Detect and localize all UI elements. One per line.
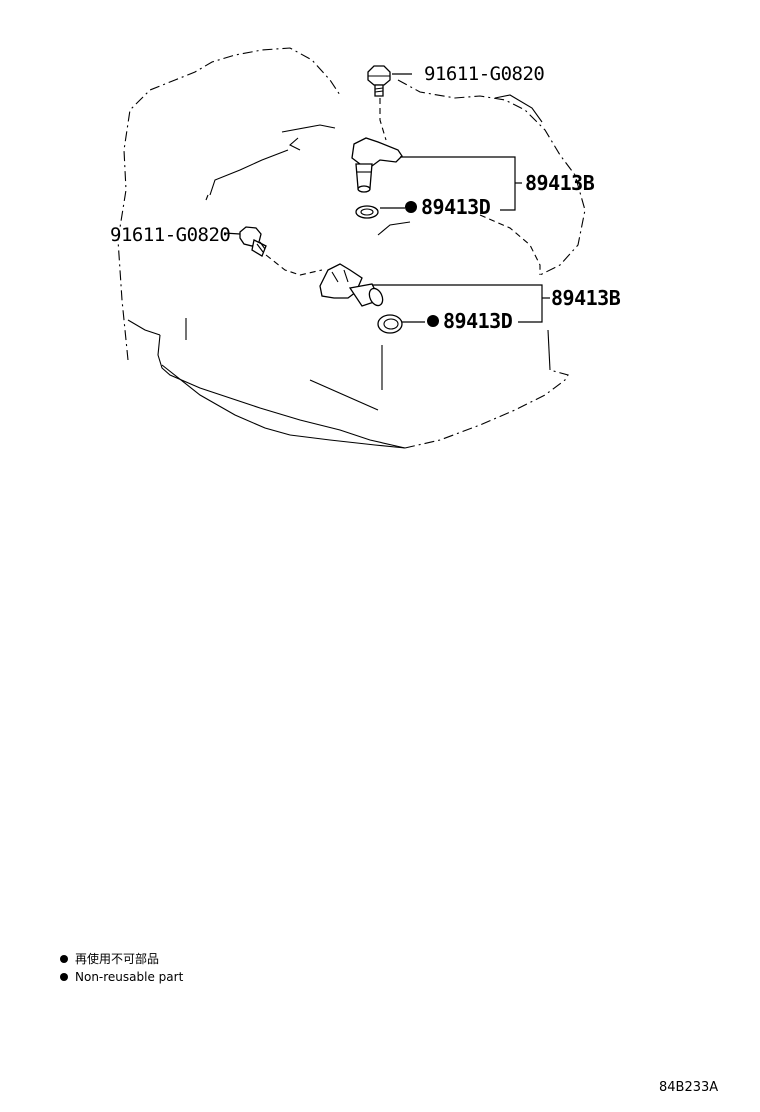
upper-bolt bbox=[367, 65, 391, 97]
lower-sensor bbox=[319, 263, 384, 307]
nonreusable-marker-lower bbox=[427, 315, 439, 327]
leader-sensor-lower-bracket bbox=[372, 284, 543, 323]
bullet-icon bbox=[60, 955, 68, 963]
legend-row-english: Non-reusable part bbox=[60, 968, 183, 986]
legend-text-japanese: 再使用不可部品 bbox=[75, 952, 160, 966]
transmission-housing-outline bbox=[117, 47, 586, 449]
label-oring-upper: 89413D bbox=[421, 195, 491, 219]
legend: 再使用不可部品 Non-reusable part bbox=[60, 950, 183, 986]
label-sensor-upper: 89413B bbox=[525, 171, 595, 195]
label-oring-lower: 89413D bbox=[443, 309, 513, 333]
bullet-icon bbox=[60, 973, 68, 981]
left-bolt bbox=[239, 226, 267, 257]
label-bolt-left: 91611-G0820 bbox=[110, 224, 230, 246]
lower-oring bbox=[377, 314, 403, 334]
legend-row-japanese: 再使用不可部品 bbox=[60, 950, 183, 968]
nonreusable-marker-upper bbox=[405, 201, 417, 213]
leader-bolt-left bbox=[223, 232, 241, 235]
upper-sensor bbox=[351, 137, 403, 193]
legend-text-english: Non-reusable part bbox=[75, 970, 184, 984]
upper-oring bbox=[355, 205, 379, 219]
upper-bolt-dash bbox=[379, 98, 387, 141]
label-bolt-upper: 91611-G0820 bbox=[424, 63, 544, 85]
label-sensor-lower: 89413B bbox=[551, 286, 621, 310]
left-bolt-dash bbox=[265, 254, 323, 276]
illustration-code: 84B233A bbox=[659, 1080, 719, 1095]
